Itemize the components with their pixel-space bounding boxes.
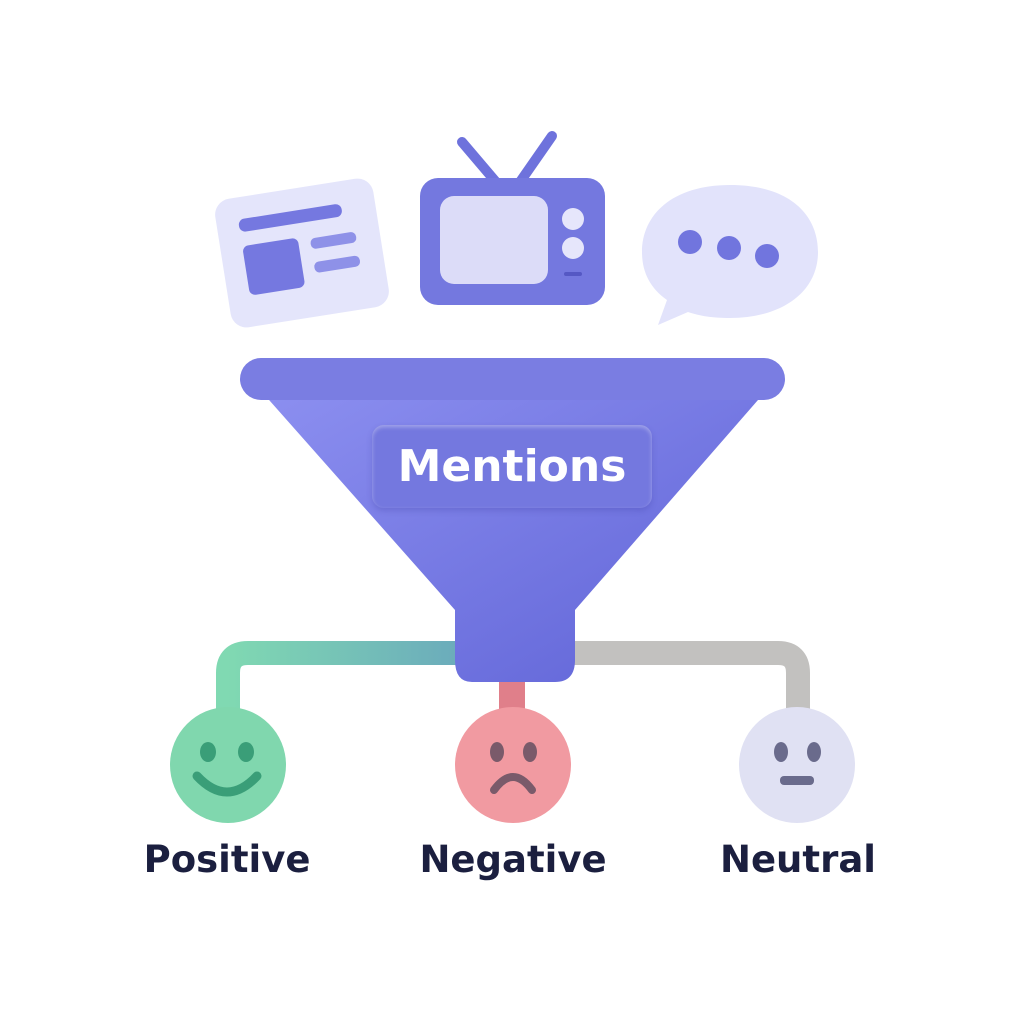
negative-face-icon [455,707,571,823]
chat-bubble-icon [642,185,818,325]
positive-face-icon [170,707,286,823]
positive-label: Positive [143,838,311,881]
mentions-label: Mentions [372,425,652,508]
newspaper-icon [215,178,389,328]
neutral-label: Neutral [720,838,876,881]
neutral-face-icon [739,707,855,823]
funnel [240,358,785,682]
neutral-pipe [560,641,810,715]
negative-label: Negative [419,838,607,881]
tv-icon [420,131,605,305]
positive-pipe [216,641,470,715]
